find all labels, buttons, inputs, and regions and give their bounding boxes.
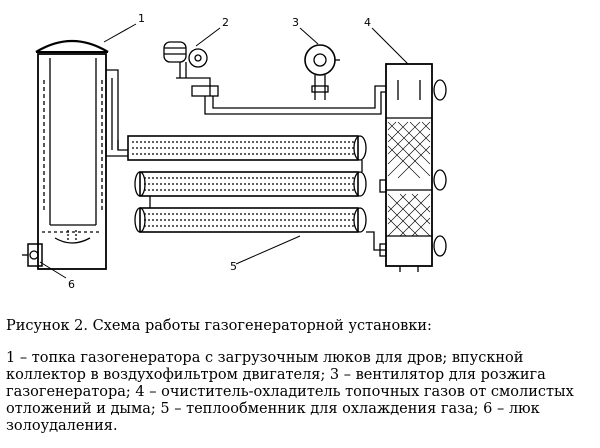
heat-exchanger	[127, 135, 386, 251]
leader-lines	[39, 23, 409, 279]
label-5: 5	[230, 260, 237, 273]
gas-pipeline	[230, 85, 386, 115]
ignition-fan	[304, 44, 340, 100]
label-3: 3	[292, 16, 299, 29]
figure-legend: 1 – топка газогенератора с загрузочным л…	[6, 350, 574, 434]
air-filter-intake	[163, 41, 230, 115]
gas-generator-diagram: 1 2 3 4 5 6	[22, 12, 447, 291]
label-2: 2	[222, 16, 229, 29]
ash-door	[22, 243, 43, 267]
outlet-pipe	[105, 140, 128, 157]
label-4: 4	[364, 16, 371, 29]
cleaner-cooler	[379, 63, 447, 272]
label-1: 1	[138, 12, 145, 25]
gas-generator-firebox	[35, 40, 119, 270]
figure-caption: Рисунок 2. Схема работы газогенераторной…	[6, 318, 432, 334]
label-6: 6	[68, 278, 75, 291]
